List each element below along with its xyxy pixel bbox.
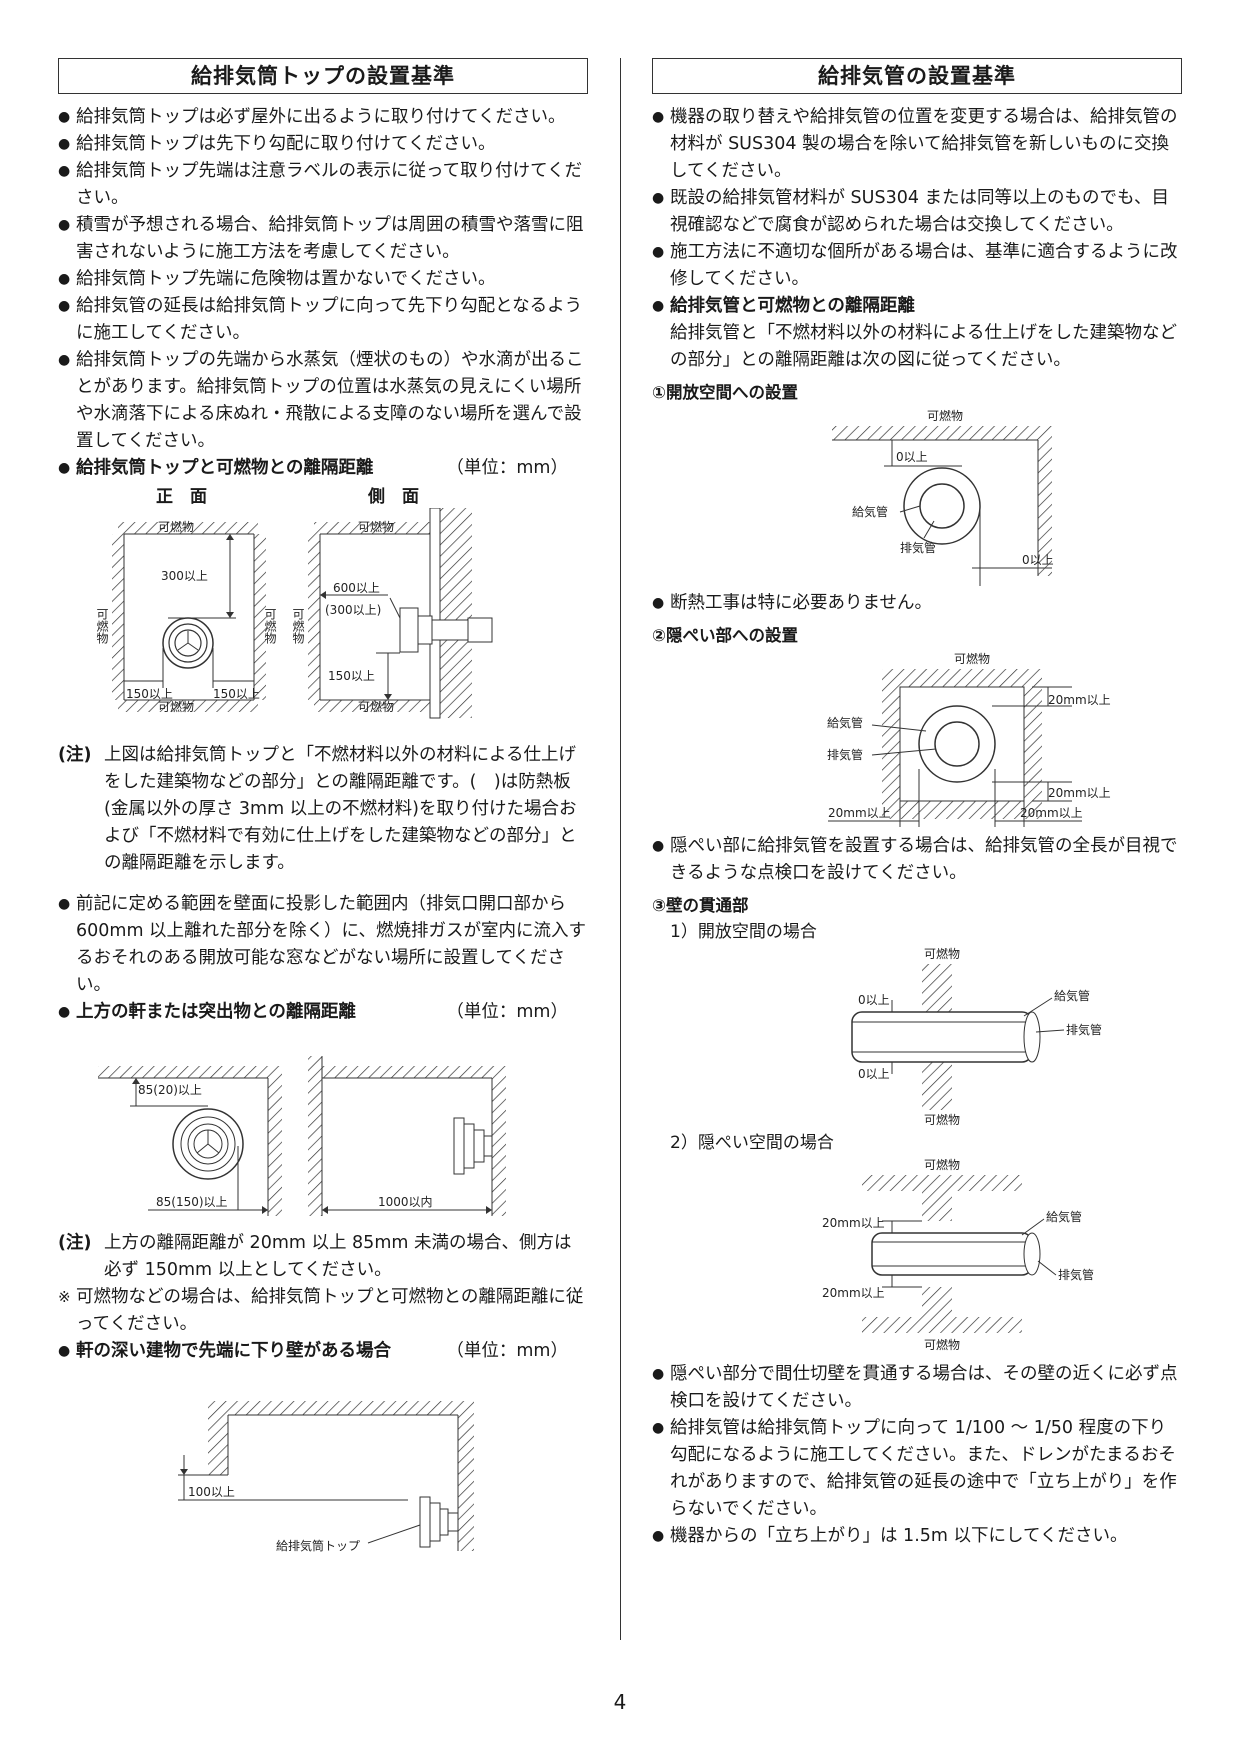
unit-label-3: （単位：mm） xyxy=(446,1341,568,1361)
fig1-combustible-top: 可燃物 xyxy=(158,519,194,534)
left-item-3: 給排気筒トップ先端は注意ラベルの表示に従って取り付けてください。 xyxy=(58,158,588,212)
top-separation-heading-text: 給排気筒トップと可燃物との離隔距離 xyxy=(76,458,374,478)
subsection-wall-penetration: ③壁の貫通部 xyxy=(652,896,749,915)
fig6-zero-bottom: 0以上 xyxy=(858,1067,890,1081)
fig7-dim-bottom: 20mm以上 xyxy=(822,1286,885,1300)
fig7-dim-top: 20mm以上 xyxy=(822,1216,885,1230)
unit-label-1: （単位：mm） xyxy=(446,458,568,478)
case-hidden-space: 2）隠ぺい空間の場合 xyxy=(670,1133,834,1153)
hidden-space-figure: 可燃物 給気管 排気管 20mm以上 20mm以上 20mm以上 20mm以上 xyxy=(827,651,1111,827)
fig2-dim-1000: 1000以内 xyxy=(378,1195,433,1209)
note-2-tag: (注) xyxy=(58,1233,92,1253)
fig2-dim-85b: 85(150)以上 xyxy=(156,1195,228,1209)
eave-heading: 上方の軒または突出物との離隔距離 （単位：mm） xyxy=(58,999,588,1026)
right-item-slope: 給排気管は給排気筒トップに向って 1/100 ～ 1/50 程度の下り勾配になる… xyxy=(652,1415,1182,1523)
unit-label-2: （単位：mm） xyxy=(446,1002,568,1022)
left-column: 給排気筒トップの設置基準 給排気筒トップは必ず屋外に出るように取り付けてください… xyxy=(58,58,588,1559)
left-item-window: 前記に定める範囲を壁面に投影した範囲内（排気口開口部から 600mm 以上離れた… xyxy=(58,891,588,999)
fig1-combustible-bottom: 可燃物 xyxy=(158,699,194,714)
fig5-dim-right: 20mm以上 xyxy=(1020,806,1083,820)
fig4-supply-label: 給気管 xyxy=(852,504,888,519)
fig5-combustible: 可燃物 xyxy=(954,651,990,666)
fig3-dim-100: 100以上 xyxy=(188,1485,235,1499)
wall-hidden-figure: 可燃物 可燃物 20mm以上 20mm以上 給気管 排気管 xyxy=(822,1157,1094,1352)
fig1-combustible-right: 可燃物 xyxy=(263,608,277,644)
view-labels: 正 面 側 面 xyxy=(58,482,588,508)
right-item-partition: 隠ぺい部分で間仕切壁を貫通する場合は、その壁の近くに必ず点検口を設けてください。 xyxy=(652,1361,1182,1415)
fig7-exhaust-label: 排気管 xyxy=(1058,1267,1094,1282)
fig6-supply-label: 給気管 xyxy=(1054,988,1090,1003)
fig5-dim-top: 20mm以上 xyxy=(1048,693,1111,707)
left-item-5: 給排気筒トップ先端に危険物は置かないでください。 xyxy=(58,266,588,293)
fig1-side-combustible-top: 可燃物 xyxy=(358,519,394,534)
left-item-1: 給排気筒トップは必ず屋外に出るように取り付けてください。 xyxy=(58,104,588,131)
note-2: (注) 上方の離隔距離が 20mm 以上 85mm 未満の場合、側方は必ず 15… xyxy=(58,1230,588,1284)
fig2-dim-85: 85(20)以上 xyxy=(138,1083,202,1097)
left-item-4: 積雪が予想される場合、給排気筒トップは周囲の積雪や落雪に阻害されないように施工方… xyxy=(58,212,588,266)
left-section-title: 給排気筒トップの設置基準 xyxy=(58,58,588,94)
fig6-combustible-bottom: 可燃物 xyxy=(924,1112,960,1126)
wall-open-figure: 可燃物 可燃物 0以上 0以上 給気管 排気管 xyxy=(851,946,1102,1127)
fig4-zero-right: 0以上 xyxy=(1022,553,1054,567)
fig3-top-label: 給排気筒トップ xyxy=(276,1538,360,1553)
column-divider xyxy=(620,58,621,1640)
right-section-title: 給排気管の設置基準 xyxy=(652,58,1182,94)
subsection-hidden: ②隠ぺい部への設置 xyxy=(652,626,798,645)
deep-eave-heading-text: 軒の深い建物で先端に下り壁がある場合 xyxy=(76,1341,391,1361)
eave-heading-text: 上方の軒または突出物との離隔距離 xyxy=(76,1002,356,1022)
note-1: (注) 上図は給排気筒トップと「不燃材料以外の材料による仕上げをした建築物などの… xyxy=(58,742,588,877)
right-item-insulation: 断熱工事は特に必要ありません。 xyxy=(652,590,1182,617)
deep-eave-heading: 軒の深い建物で先端に下り壁がある場合 （単位：mm） xyxy=(58,1338,588,1365)
fig7-combustible-bottom: 可燃物 xyxy=(924,1337,960,1352)
fig5-supply-label: 給気管 xyxy=(827,715,863,730)
note-2-text: 上方の離隔距離が 20mm 以上 85mm 未満の場合、側方は必ず 150mm … xyxy=(104,1233,572,1280)
pipe-separation-heading: 給排気管と可燃物との離隔距離 xyxy=(652,293,1182,320)
deep-eave-figure: 100以上 給排気筒トップ xyxy=(178,1401,474,1553)
note-1-tag: (注) xyxy=(58,745,92,765)
right-item-3: 施工方法に不適切な個所がある場合は、基準に適合するように改修してください。 xyxy=(652,239,1182,293)
top-clearance-figure: 可燃物 可燃物 可燃物 可燃物 300以上 150以上 150以上 可燃物 可燃… xyxy=(95,507,493,719)
fig1-dim-300-paren: (300以上) xyxy=(325,603,381,617)
right-column: 給排気管の設置基準 機器の取り替えや給排気管の位置を変更する場合は、給排気管の材… xyxy=(652,58,1182,1550)
fig6-combustible-top: 可燃物 xyxy=(924,946,960,961)
left-item-7: 給排気筒トップの先端から水蒸気（煙状のもの）や水滴が出ることがあります。給排気筒… xyxy=(58,347,588,455)
case-open-space: 1）開放空間の場合 xyxy=(670,922,817,942)
fig1-dim-150-left: 150以上 xyxy=(126,687,173,701)
fig1-dim-300: 300以上 xyxy=(161,569,208,583)
fig7-combustible-top: 可燃物 xyxy=(924,1157,960,1172)
page-number: 4 xyxy=(613,1690,627,1714)
view-side-label: 側 面 xyxy=(368,487,419,507)
right-item-1: 機器の取り替えや給排気管の位置を変更する場合は、給排気管の材料が SUS304 … xyxy=(652,104,1182,185)
subsection-open-space: ①開放空間への設置 xyxy=(652,383,798,402)
fig4-exhaust-label: 排気管 xyxy=(900,540,936,555)
fig5-dim-bottom: 20mm以上 xyxy=(1048,786,1111,800)
fig5-exhaust-label: 排気管 xyxy=(827,747,863,762)
open-space-figure: 可燃物 0以上 給気管 排気管 0以上 xyxy=(832,408,1054,586)
left-item-2: 給排気筒トップは先下り勾配に取り付けてください。 xyxy=(58,131,588,158)
fig1-side-combustible-left: 可燃物 xyxy=(291,608,305,644)
fig4-combustible: 可燃物 xyxy=(927,408,963,423)
top-separation-heading: 給排気筒トップと可燃物との離隔距離 （単位：mm） xyxy=(58,455,588,482)
fig4-zero-top: 0以上 xyxy=(896,450,928,464)
view-front-label: 正 面 xyxy=(156,487,207,507)
asterisk-note: 可燃物などの場合は、給排気筒トップと可燃物との離隔距離に従ってください。 xyxy=(58,1284,588,1338)
fig1-dim-150-side: 150以上 xyxy=(328,669,375,683)
fig6-zero-top: 0以上 xyxy=(858,993,890,1007)
fig6-exhaust-label: 排気管 xyxy=(1066,1022,1102,1037)
eave-clearance-figure: 85(20)以上 85(150)以上 1000以内 xyxy=(98,1056,506,1216)
fig1-combustible-left: 可燃物 xyxy=(95,608,109,644)
right-item-2: 既設の給排気管材料が SUS304 または同等以上のものでも、目視確認などで腐食… xyxy=(652,185,1182,239)
note-1-text: 上図は給排気筒トップと「不燃材料以外の材料による仕上げをした建築物などの部分」と… xyxy=(104,745,577,873)
right-item-rise: 機器からの「立ち上がり」は 1.5m 以下にしてください。 xyxy=(652,1523,1182,1550)
right-item-hidden: 隠ぺい部に給排気管を設置する場合は、給排気管の全長が目視できるような点検口を設け… xyxy=(652,833,1182,887)
fig5-dim-left: 20mm以上 xyxy=(828,806,891,820)
fig1-side-combustible-bottom: 可燃物 xyxy=(358,699,394,714)
pipe-separation-text: 給排気管と「不燃材料以外の材料による仕上げをした建築物などの部分」との離隔距離は… xyxy=(670,323,1177,370)
fig1-dim-600: 600以上 xyxy=(333,581,380,595)
fig1-dim-150-right: 150以上 xyxy=(213,687,260,701)
left-item-6: 給排気管の延長は給排気筒トップに向って先下り勾配となるように施工してください。 xyxy=(58,293,588,347)
fig7-supply-label: 給気管 xyxy=(1046,1209,1082,1224)
